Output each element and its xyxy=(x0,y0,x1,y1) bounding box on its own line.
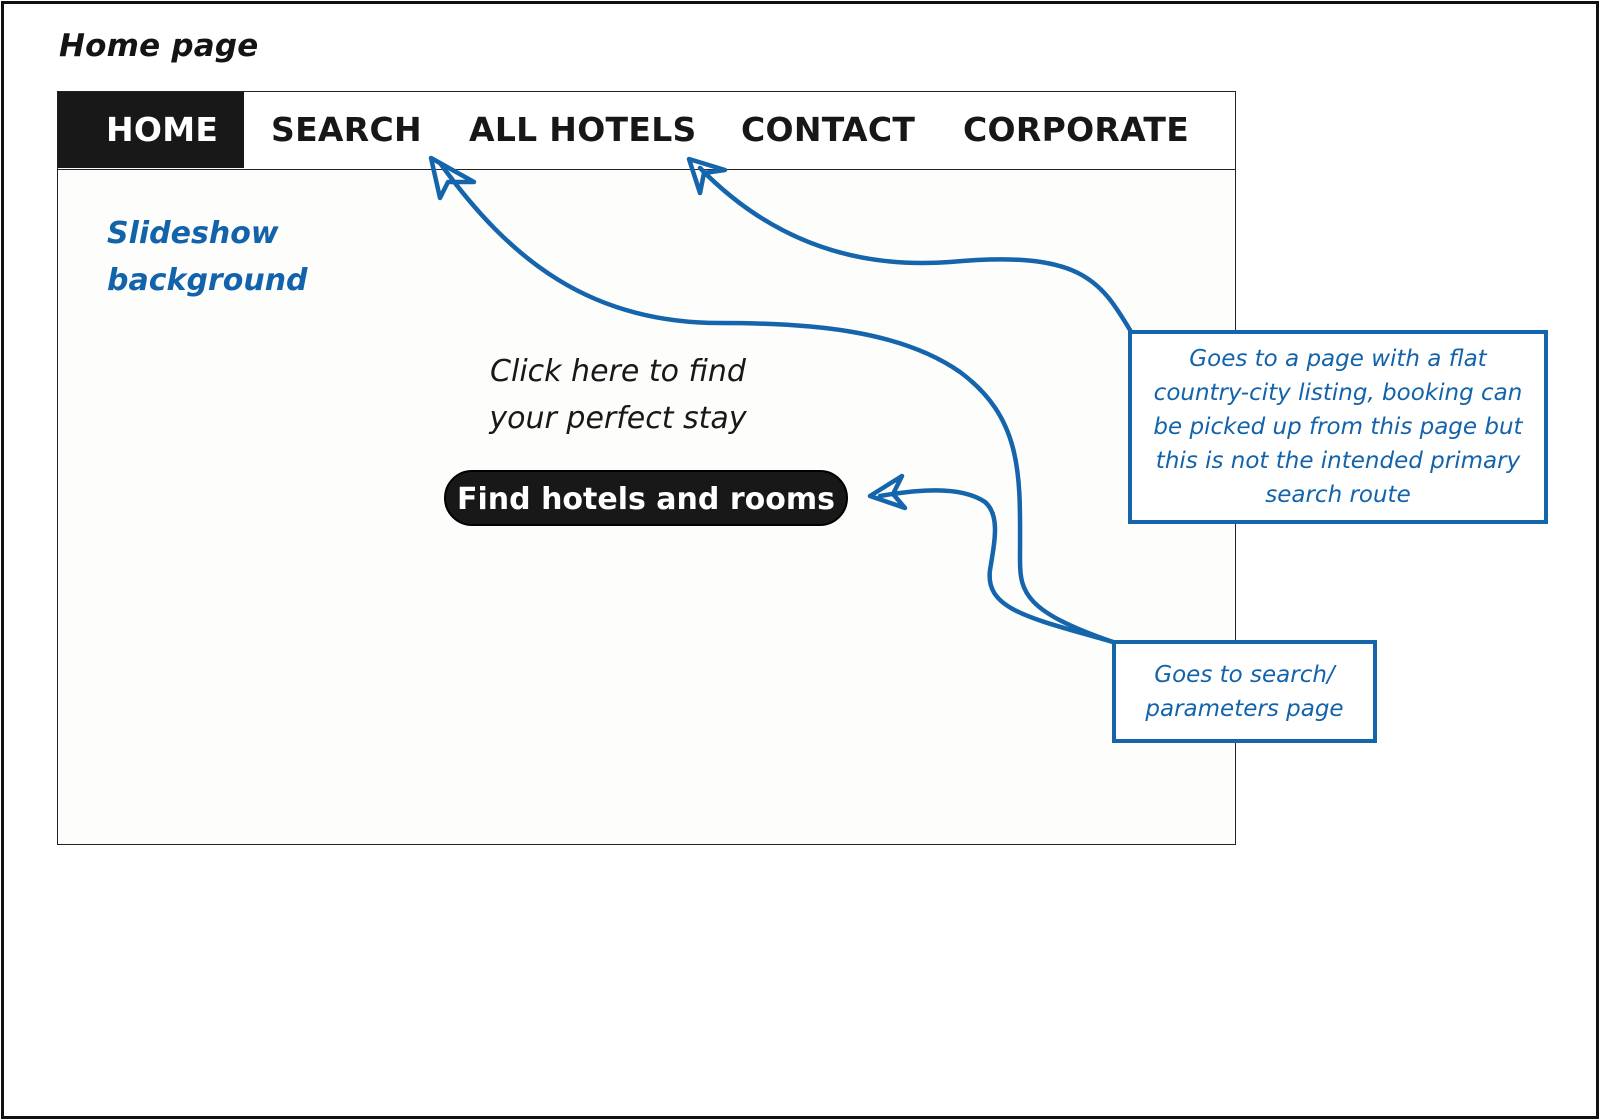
nav-item-search[interactable]: SEARCH xyxy=(271,110,422,149)
arrowhead-find-button xyxy=(867,473,908,511)
annotation-line: this is not the intended primary xyxy=(1155,448,1521,474)
all-hotels-annotation: Goes to a page with a flat country-city … xyxy=(1128,330,1548,524)
annotation-line: be picked up from this page but xyxy=(1153,414,1523,440)
arrow-to-search xyxy=(437,160,1116,645)
tagline-line: Click here to find xyxy=(490,354,746,389)
annotation-line: Goes to a page with a flat xyxy=(1189,346,1487,372)
annotation-line: search route xyxy=(1265,482,1411,508)
hero-tagline: Click here to find your perfect stay xyxy=(418,348,818,442)
arrowhead-search xyxy=(428,155,477,201)
arrow-to-all-hotels xyxy=(697,165,1133,333)
arrow-to-find-button xyxy=(877,488,1116,645)
search-annotation: Goes to search/ parameters page xyxy=(1112,640,1377,743)
arrowhead-all-hotels xyxy=(686,156,728,196)
page-title: Home page xyxy=(59,28,259,64)
nav-item-contact[interactable]: CONTACT xyxy=(741,110,916,149)
annotation-line: parameters page xyxy=(1145,695,1344,722)
slideshow-background-label: Slideshow background xyxy=(107,210,308,304)
annotation-line: Goes to search/ xyxy=(1154,661,1335,688)
nav-item-all-hotels[interactable]: ALL HOTELS xyxy=(469,110,697,149)
nav-item-home[interactable]: HOME xyxy=(58,92,244,168)
slideshow-label-line: background xyxy=(107,263,308,298)
slideshow-label-line: Slideshow xyxy=(107,216,279,251)
top-navigation-bar: HOME SEARCH ALL HOTELS CONTACT CORPORATE xyxy=(58,92,1235,170)
annotation-line: country-city listing, booking can xyxy=(1153,380,1523,406)
nav-item-corporate[interactable]: CORPORATE xyxy=(963,110,1190,149)
home-page-wireframe: HOME SEARCH ALL HOTELS CONTACT CORPORATE… xyxy=(57,91,1236,845)
tagline-line: your perfect stay xyxy=(489,401,747,436)
find-hotels-button[interactable]: Find hotels and rooms xyxy=(444,470,848,526)
